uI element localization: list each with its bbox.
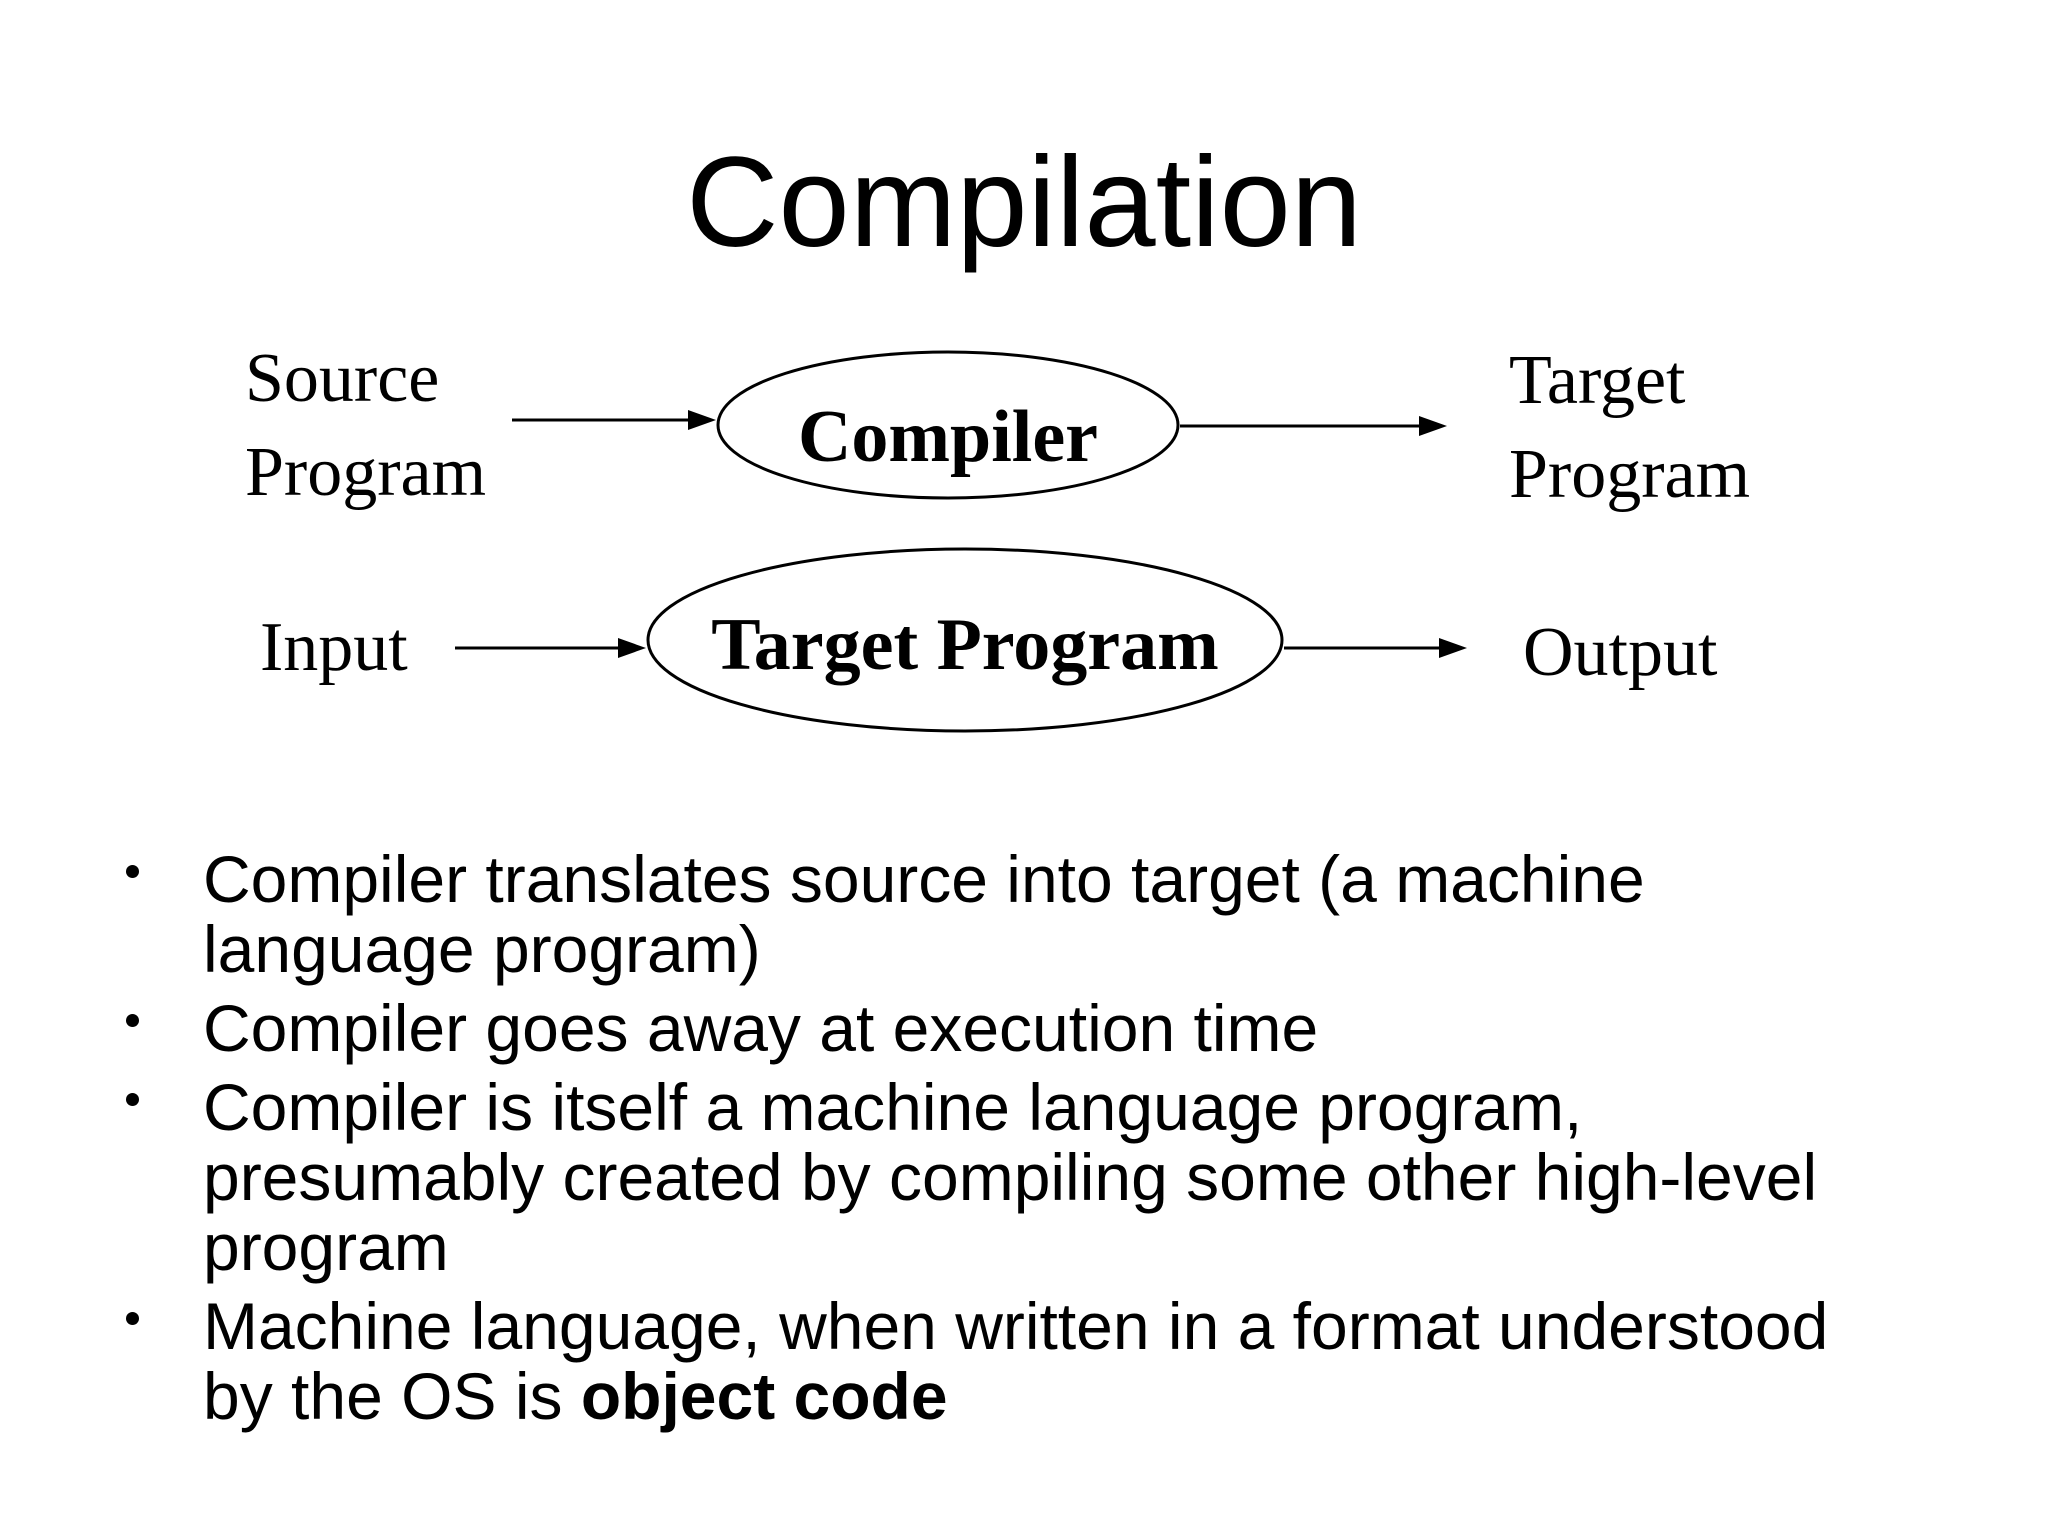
bullet-text-3: Compiler is itself a machine language pr…	[203, 1070, 1818, 1284]
compiler-ellipse-label: Compiler	[798, 396, 1098, 478]
bullet-text-4: Machine language, when written in a form…	[203, 1289, 1829, 1433]
target-program-ellipse	[646, 547, 1284, 733]
target-program-ellipse-label: Target Program	[711, 604, 1219, 686]
bullet-dot-icon	[126, 1093, 139, 1106]
source-program-label: Source Program	[245, 340, 487, 511]
bullet-text-1: Compiler translates source into target (…	[203, 842, 1645, 986]
input-label: Input	[260, 609, 408, 686]
compiler-ellipse	[716, 350, 1180, 500]
target-program-label: Target Program	[1509, 342, 1751, 513]
bullet-list: Compiler translates source into target (…	[112, 844, 1962, 1440]
bullet-item-2: Compiler goes away at execution time	[112, 993, 1962, 1063]
bullet-dot-icon	[126, 865, 139, 878]
bullet-item-4: Machine language, when written in a form…	[112, 1291, 1962, 1431]
output-label: Output	[1523, 614, 1718, 691]
arrowhead-source-to-compiler-icon	[688, 410, 716, 430]
bullet-text-4-bold: object code	[580, 1359, 948, 1433]
bullet-item-1: Compiler translates source into target (…	[112, 844, 1962, 984]
arrowhead-targetprogram-to-output-icon	[1439, 638, 1467, 658]
slide-title: Compilation	[686, 131, 1362, 274]
arrowhead-input-to-targetprogram-icon	[618, 638, 646, 658]
arrowhead-compiler-to-target-icon	[1419, 416, 1447, 436]
bullet-item-3: Compiler is itself a machine language pr…	[112, 1072, 1962, 1282]
bullet-dot-icon	[126, 1312, 139, 1325]
bullet-text-2: Compiler goes away at execution time	[203, 991, 1319, 1065]
bullet-dot-icon	[126, 1014, 139, 1027]
